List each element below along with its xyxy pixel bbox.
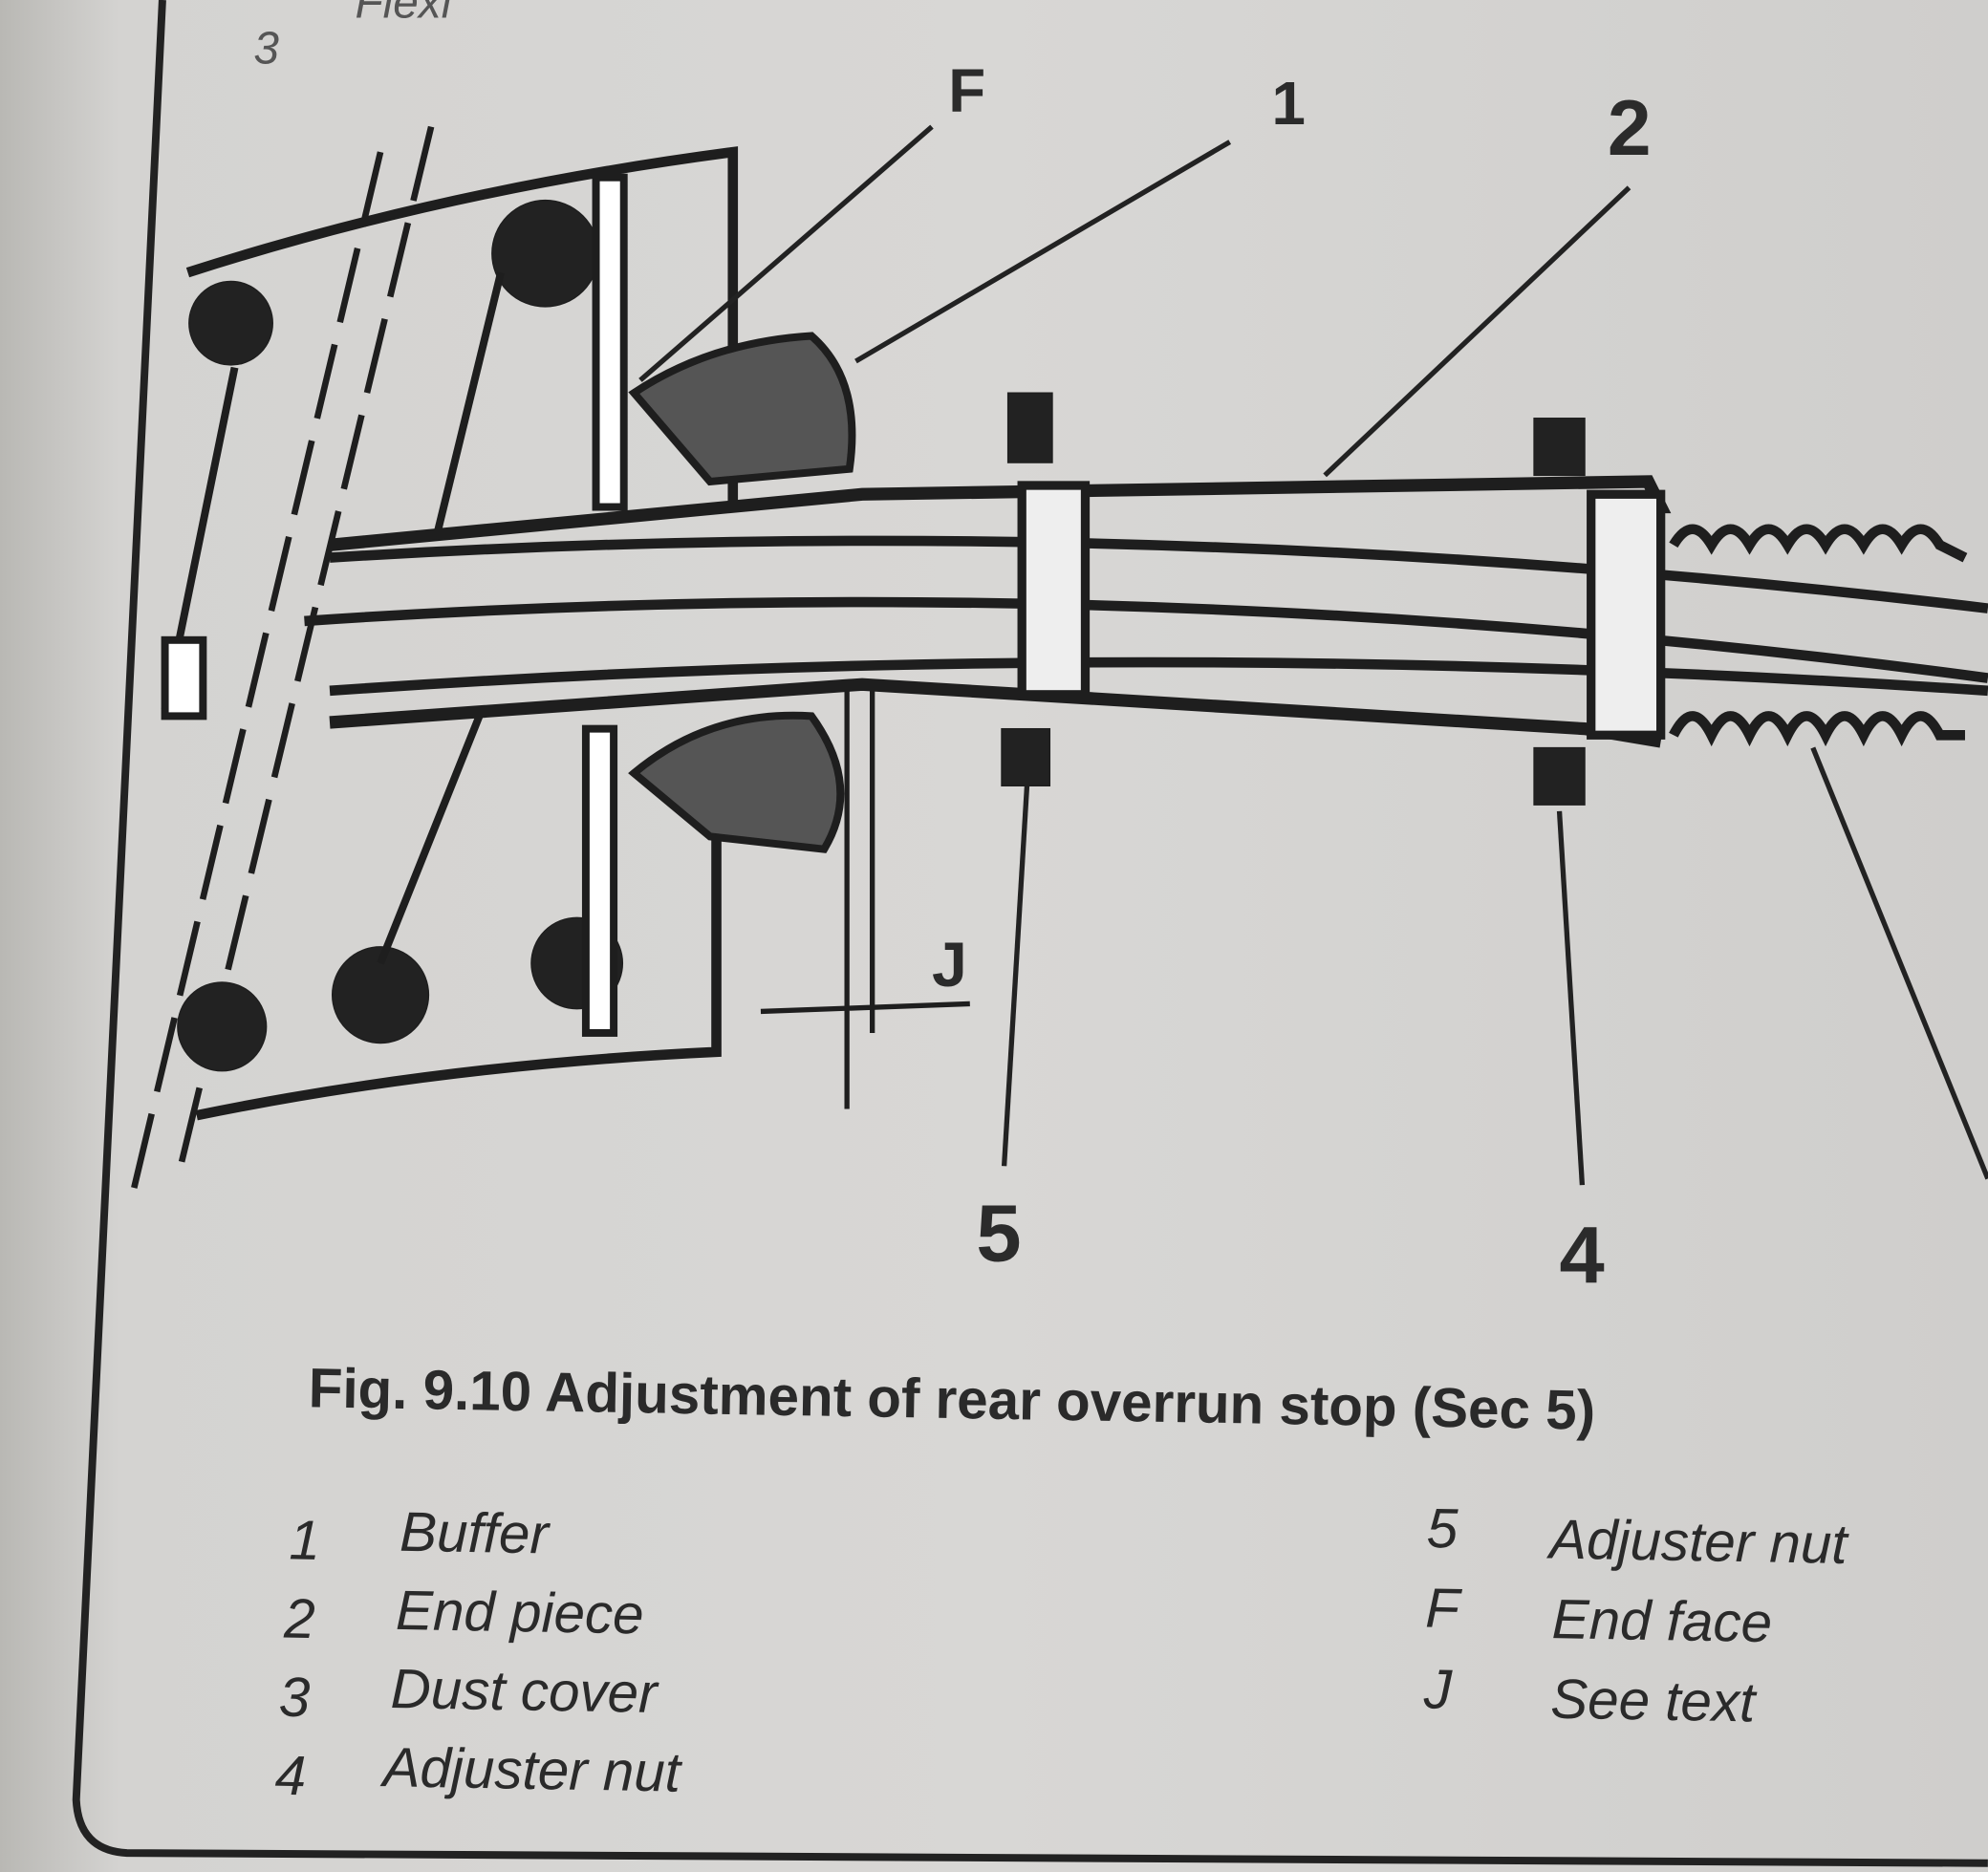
header-number: 3 [253, 23, 279, 74]
header-text: Flexi [356, 0, 453, 29]
legend-key: 5 [1426, 1497, 1459, 1560]
legend-label: Dust cover [390, 1658, 660, 1725]
figure-caption: Fig. 9.10 Adjustment of rear overrun sto… [308, 1357, 1595, 1441]
legend-label: Adjuster nut [379, 1736, 683, 1804]
legend-label: End piece [396, 1580, 645, 1646]
legend-label: End face [1551, 1588, 1772, 1654]
legend-label: Adjuster nut [1546, 1508, 1850, 1576]
callout-2: 2 [1608, 85, 1652, 172]
callout-5: 5 [976, 1188, 1021, 1279]
page-border [72, 0, 1988, 1867]
legend-key: 2 [283, 1587, 316, 1650]
callout-4: 4 [1560, 1209, 1605, 1300]
legend-key: 1 [289, 1509, 321, 1572]
callout-1: 1 [1271, 70, 1305, 138]
legend-key: J [1422, 1658, 1453, 1721]
legend-key: 4 [274, 1745, 307, 1808]
callout-J: J [932, 930, 967, 1001]
callout-F: F [948, 57, 985, 125]
legend-label: Buffer [400, 1501, 551, 1566]
legend: 1 Buffer 2 End piece 3 Dust cover 4 Adju… [274, 1497, 1850, 1808]
leader-lines [638, 124, 1988, 1186]
legend-label: See text [1550, 1668, 1759, 1734]
legend-key: 3 [278, 1667, 311, 1730]
spring-assembly [130, 125, 1988, 1193]
legend-key: F [1425, 1578, 1463, 1641]
